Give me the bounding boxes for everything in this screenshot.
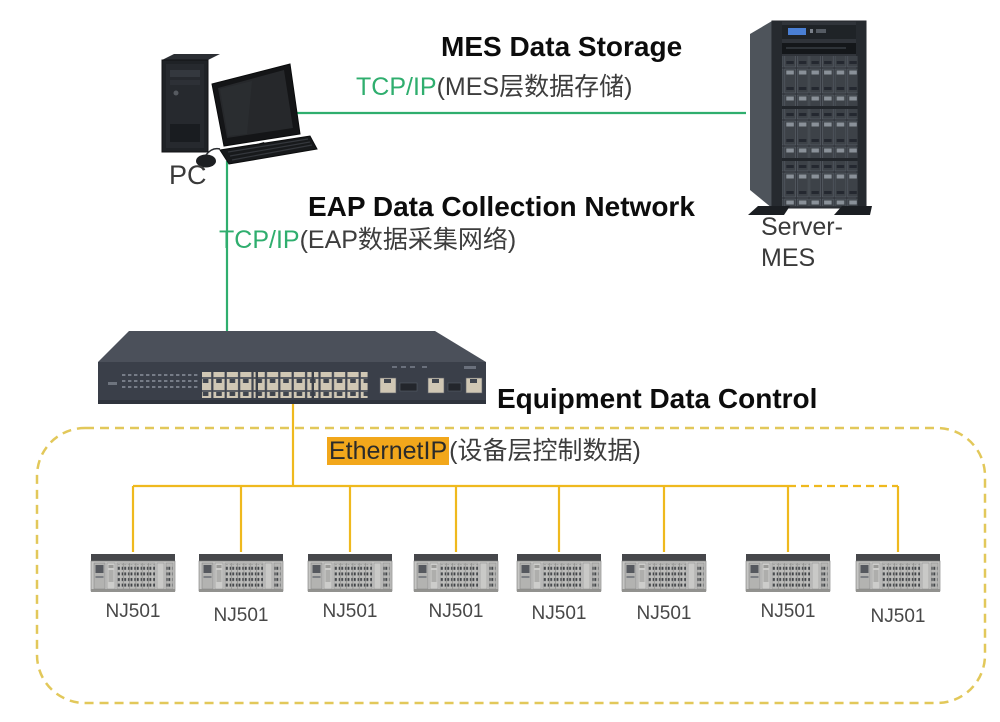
eap-protocol-name: TCP/IP: [219, 226, 300, 254]
server-label-line2: MES: [761, 244, 816, 272]
plc-icon: [197, 549, 285, 599]
eap-protocol-description: (EAP数据采集网络): [299, 226, 517, 254]
server-icon: [746, 16, 874, 216]
pc-icon: [150, 48, 318, 174]
plc-label: NJ501: [760, 601, 816, 622]
mes-protocol-description: (MES层数据存储): [436, 73, 633, 101]
ethernetip-yellow-links: [131, 396, 900, 552]
eap-network-protocol: TCP/IP(EAP数据采集网络): [219, 220, 516, 256]
mes-storage-title: MES Data Storage: [441, 31, 683, 62]
server-label: Server- MES: [761, 212, 843, 274]
plc-label: NJ501: [636, 603, 692, 624]
equipment-control-title: Equipment Data Control: [497, 383, 818, 414]
plc-label: NJ501: [213, 605, 269, 626]
tcpip-green-links: [225, 111, 746, 333]
pc-label: PC: [169, 160, 207, 190]
mes-protocol-name: TCP/IP: [356, 73, 437, 101]
plc-icon: [306, 549, 394, 599]
plc-icon: [515, 549, 603, 599]
plc-label: NJ501: [531, 603, 587, 624]
mes-storage-protocol: TCP/IP(MES层数据存储): [356, 67, 632, 103]
plc-icon: [89, 549, 177, 599]
plc-icon: [854, 549, 942, 599]
plc-icon: [744, 549, 832, 599]
plc-icon: [620, 549, 708, 599]
plc-label: NJ501: [105, 601, 161, 622]
equipment-control-protocol: EthernetIP(设备层控制数据): [327, 431, 641, 467]
plc-label: NJ501: [428, 601, 484, 622]
eap-network-title: EAP Data Collection Network: [308, 191, 695, 222]
ethernetip-protocol-description: (设备层控制数据): [449, 437, 641, 465]
plc-label: NJ501: [322, 601, 378, 622]
server-label-line1: Server-: [761, 213, 843, 241]
equipment-zone-dashed-border: [35, 426, 987, 705]
switch-icon: [92, 326, 490, 410]
plc-icon: [412, 549, 500, 599]
ethernetip-protocol-name: EthernetIP: [327, 437, 450, 465]
plc-label: NJ501: [870, 606, 926, 627]
